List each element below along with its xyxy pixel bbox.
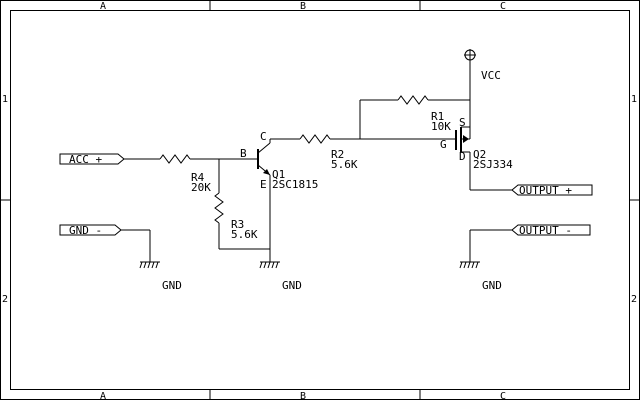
gnd-connector-flag (59, 224, 122, 236)
r4-ref: R4 (191, 171, 205, 184)
q2-pin-d: D (459, 150, 466, 163)
r1-ref: R1 (431, 110, 444, 123)
r1-resistor (397, 95, 429, 105)
zone-label-bottom-b: B (300, 391, 306, 400)
q1-part: 2SC1815 (272, 178, 318, 191)
r2-ref: R2 (331, 148, 344, 161)
zone-label-right-2: 2 (631, 294, 637, 305)
zone-label-bottom-a: A (100, 391, 106, 400)
gnd-label-left: GND (162, 279, 182, 292)
gnd-connector-label: GND - (69, 224, 102, 237)
r2-value: 5.6K (331, 158, 358, 171)
zone-label-left-2: 2 (2, 294, 8, 305)
q1-ref: Q1 (272, 168, 285, 181)
q1-pin-b: B (240, 147, 247, 160)
zone-label-top-a: A (100, 1, 106, 12)
ground-symbol-q1 (259, 261, 280, 269)
q2-part: 2SJ334 (473, 158, 513, 171)
r2-resistor (299, 134, 331, 144)
gnd-label-right: GND (482, 279, 502, 292)
zone-label-bottom-c: C (500, 391, 506, 400)
acc-connector-label: ACC + (69, 153, 102, 166)
r3-value: 5.6K (231, 228, 258, 241)
r3-resistor (214, 192, 224, 224)
ground-symbol-right (459, 261, 480, 269)
zone-label-left-1: 1 (2, 94, 8, 105)
ground-symbol-left (139, 261, 160, 269)
q2-ref: Q2 (473, 148, 486, 161)
r1-value: 10K (431, 120, 451, 133)
q1-transistor (257, 142, 271, 176)
r4-value: 20K (191, 181, 211, 194)
r3-ref: R3 (231, 218, 244, 231)
vcc-symbol (464, 49, 476, 61)
acc-connector-flag (59, 153, 125, 165)
zone-label-top-c: C (500, 1, 506, 12)
out-minus-connector-label: OUTPUT - (519, 224, 572, 237)
zone-label-top-b: B (300, 1, 306, 12)
gnd-label-q1: GND (282, 279, 302, 292)
zone-label-right-1: 1 (631, 94, 637, 105)
out-minus-connector-flag (511, 224, 591, 236)
out-plus-connector-flag (511, 184, 593, 196)
q2-pin-g: G (440, 138, 447, 151)
out-plus-connector-label: OUTPUT + (519, 184, 572, 197)
inner-border (10, 10, 630, 390)
q2-pin-s: S (459, 116, 466, 129)
q2-mosfet (455, 126, 471, 153)
r4-resistor (159, 154, 191, 164)
q1-pin-c: C (260, 130, 267, 143)
q1-pin-e: E (260, 178, 267, 191)
vcc-label: VCC (481, 69, 501, 82)
